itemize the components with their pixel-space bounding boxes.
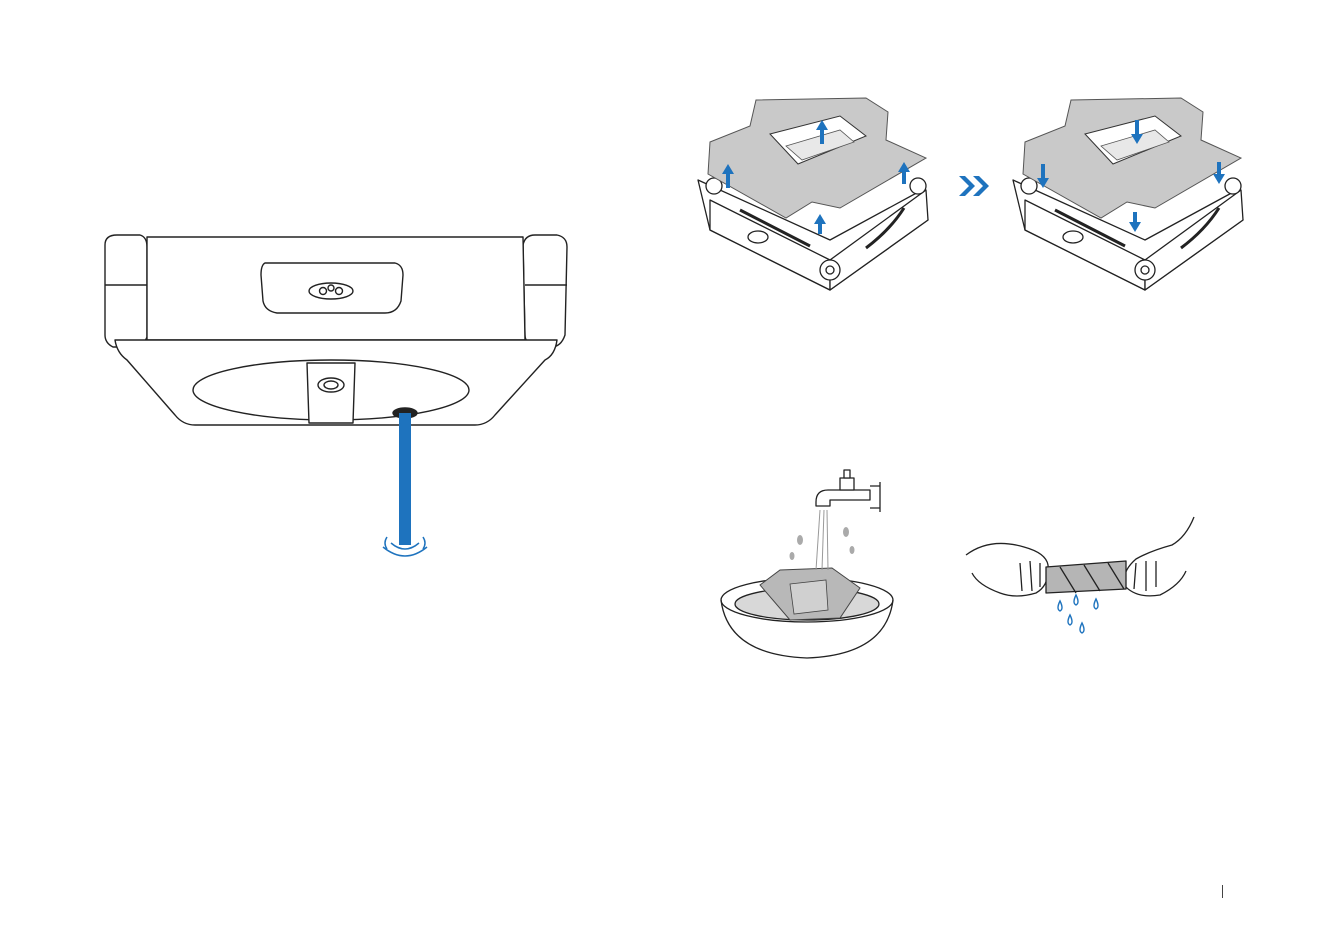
robot-drain-illustration [95, 225, 575, 565]
cleaning-pad-remove-icon [690, 90, 940, 305]
faucet-bowl-icon [720, 460, 895, 665]
hands-wringing-icon [960, 515, 1200, 645]
pad-wash-illustration [720, 460, 895, 665]
pad-attach-illustration [1005, 90, 1255, 305]
robot-underside-icon [95, 225, 575, 565]
page-marker-divider [1222, 885, 1223, 898]
double-chevron-right-icon [955, 172, 995, 200]
cleaning-pad-attach-icon [1005, 90, 1255, 305]
pad-remove-illustration [690, 90, 940, 305]
pad-wring-illustration [960, 515, 1200, 645]
